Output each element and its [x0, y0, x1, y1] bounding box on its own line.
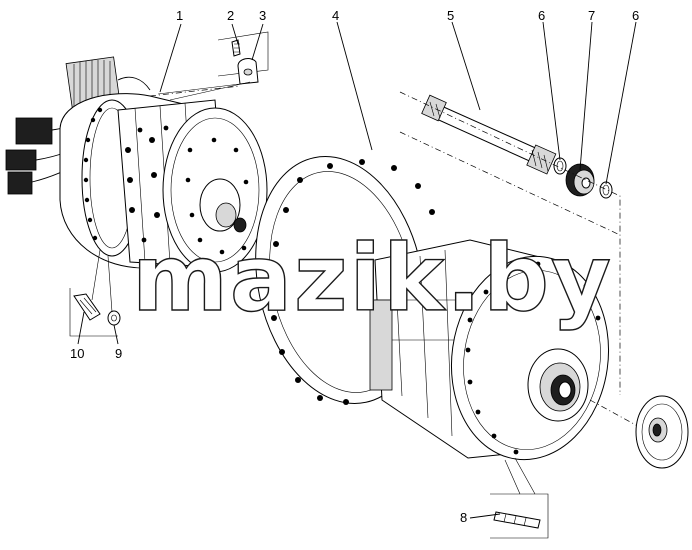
bolt-and-washer: [69, 249, 121, 337]
callout-labels: 1 2 3 4 5 6 7 6 10 9 8: [70, 8, 639, 525]
bracket-and-screw: [157, 31, 269, 101]
drive-shaft: [421, 94, 557, 175]
callout-1: 1: [176, 8, 183, 23]
watermark-text: mazik.by: [132, 225, 613, 332]
callout-7: 7: [588, 8, 595, 23]
callout-2: 2: [227, 8, 234, 23]
callout-9: 9: [115, 346, 122, 361]
leader-lines: [77, 21, 637, 519]
callout-10: 10: [70, 346, 84, 361]
sun-gear: [565, 163, 595, 197]
retaining-ring-right: [599, 181, 613, 199]
hub-housing: [255, 156, 610, 461]
callout-5: 5: [447, 8, 454, 23]
callout-4: 4: [332, 8, 339, 23]
end-cover: [635, 395, 689, 469]
hub-face-holes: [465, 261, 601, 455]
pin-detail: [490, 457, 549, 539]
callout-6-left: 6: [538, 8, 545, 23]
axis-lines: [149, 85, 646, 431]
wheel-motor-assembly: [5, 56, 268, 273]
front-face-holes: [185, 137, 249, 255]
callout-8: 8: [460, 510, 467, 525]
callout-3: 3: [259, 8, 266, 23]
mounting-flange-holes: [269, 159, 435, 405]
flange-bolt-holes: [83, 107, 103, 241]
callout-6-right: 6: [632, 8, 639, 23]
